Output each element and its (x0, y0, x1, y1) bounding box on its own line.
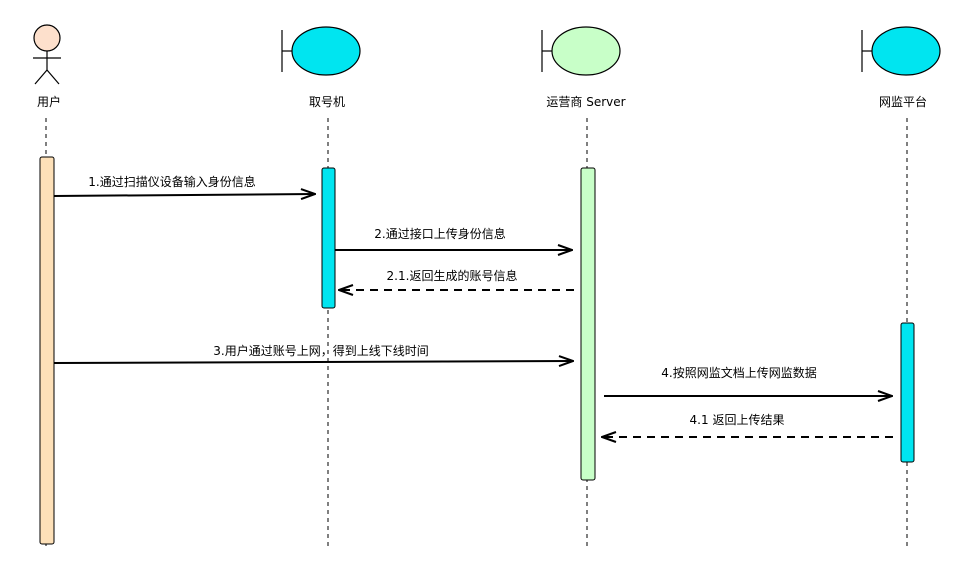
actor-head (33, 24, 61, 52)
message-label-2: 2.通过接口上传身份信息 (374, 226, 505, 241)
participant-label-kiosk: 取号机 (309, 95, 345, 109)
boundary-icon-server (541, 26, 621, 76)
boundary-icon-kiosk (281, 26, 361, 76)
message-arrow-3 (53, 361, 573, 363)
boundary-icon-platform (861, 26, 941, 76)
message-label-2-1: 2.1.返回生成的账号信息 (387, 268, 518, 283)
activation-server (580, 167, 596, 481)
message-label-4-1: 4.1 返回上传结果 (690, 412, 785, 427)
message-label-3: 3.用户通过账号上网，得到上线下线时间 (213, 343, 428, 358)
message-label-1: 1.通过扫描仪设备输入身份信息 (88, 174, 255, 189)
message-label-4: 4.按照网监文档上传网监数据 (661, 365, 816, 380)
activation-kiosk (321, 167, 336, 309)
participant-label-platform: 网监平台 (879, 94, 927, 109)
message-arrow-1 (53, 194, 315, 196)
actor-icon (33, 24, 61, 85)
activation-user (39, 156, 55, 545)
participant-label-user: 用户 (37, 94, 61, 109)
activation-platform (900, 322, 915, 463)
participant-label-server: 运营商 Server (546, 94, 625, 109)
